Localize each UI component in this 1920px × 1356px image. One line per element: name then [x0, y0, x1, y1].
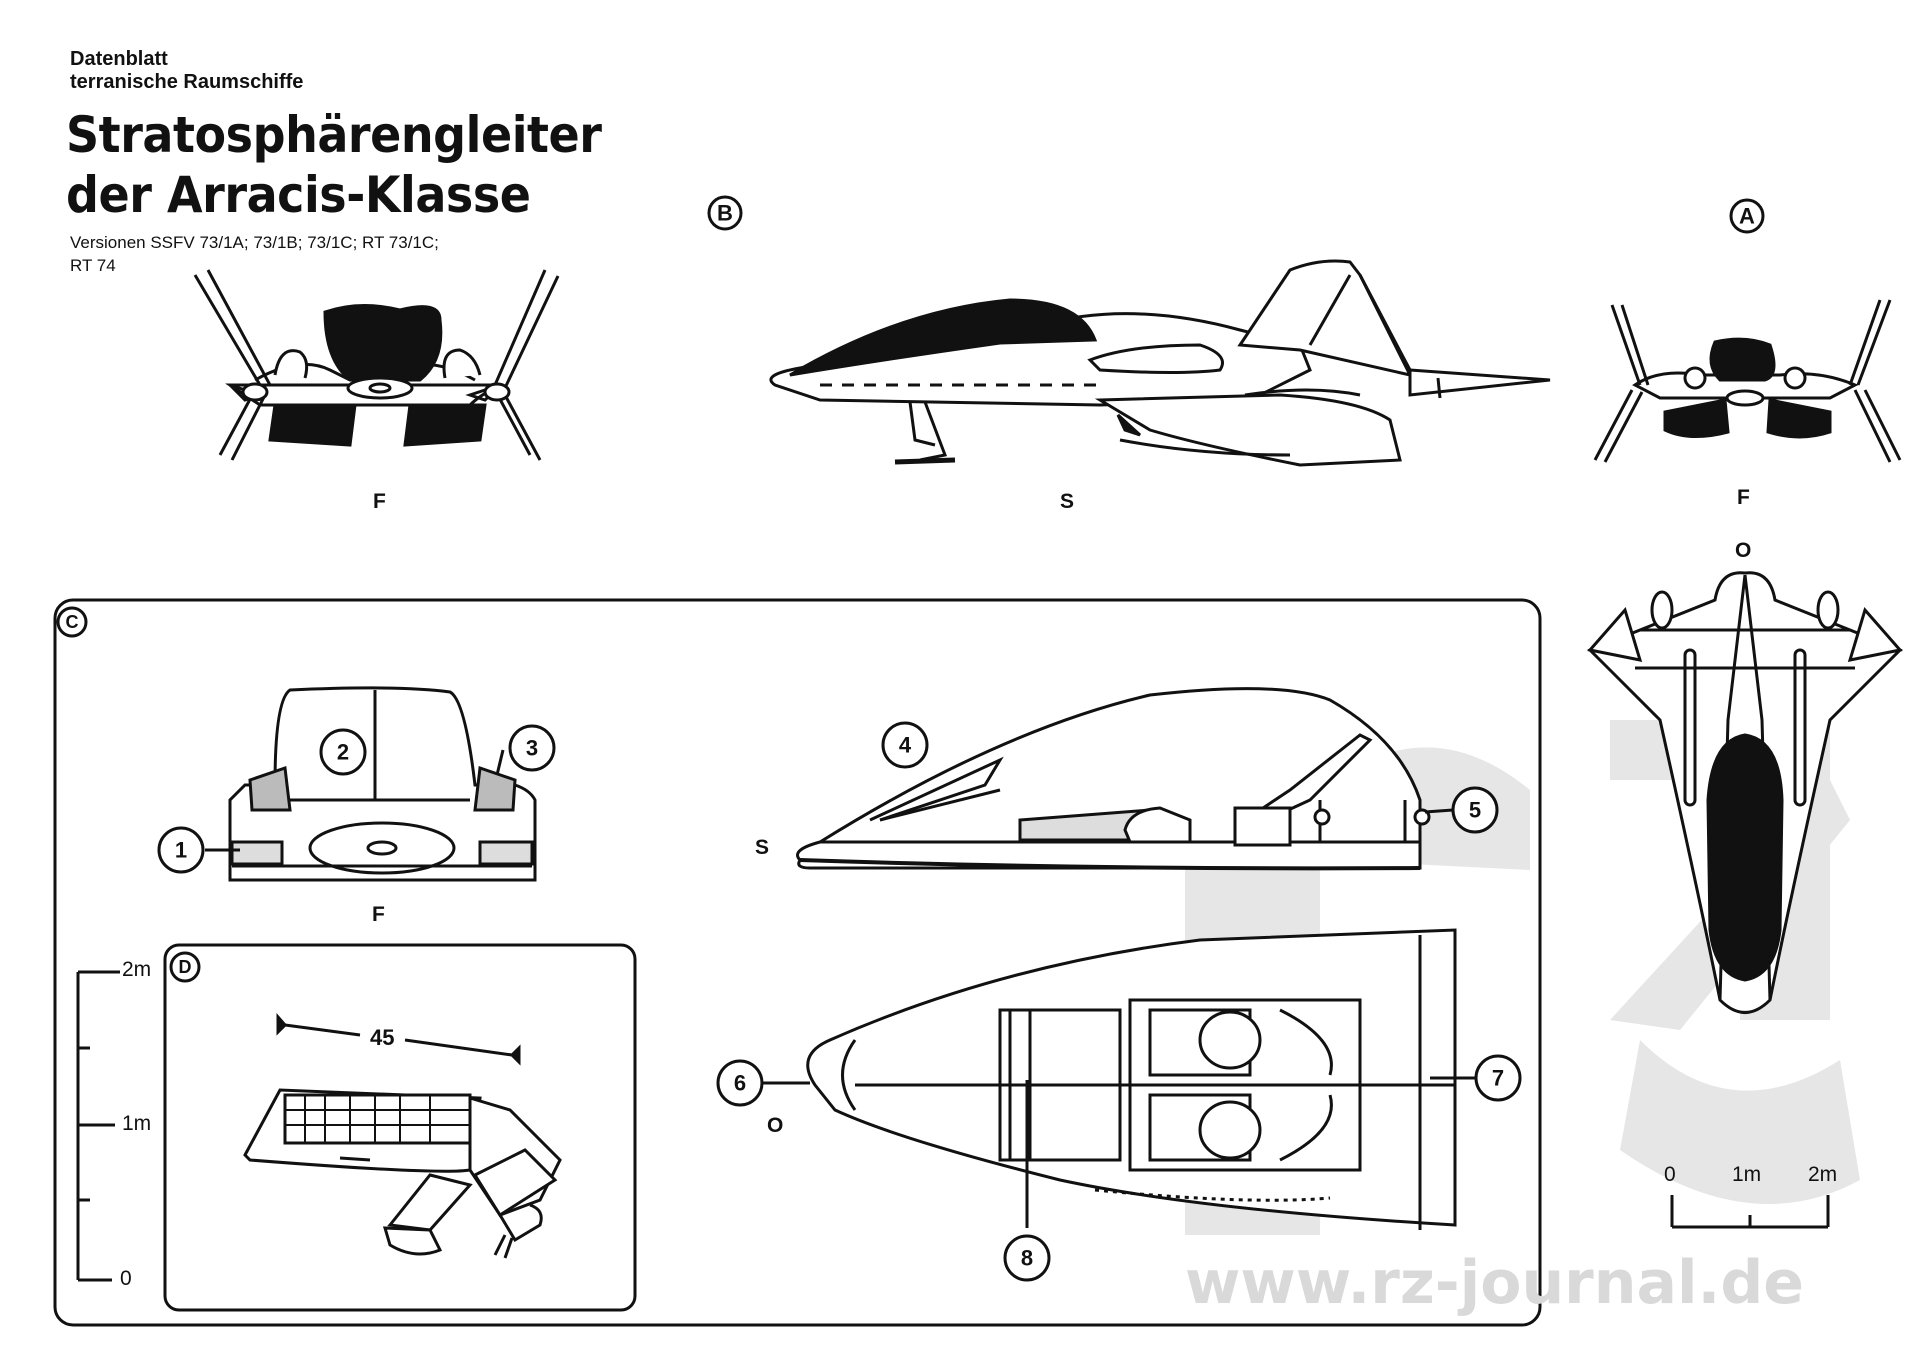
- section-marker-a: A: [1739, 204, 1755, 229]
- panel-c-frame: [53, 598, 1542, 1327]
- view-label-c-top: O: [767, 1114, 784, 1137]
- view-label-c-front: F: [372, 903, 385, 926]
- callout-circles: [56, 195, 1765, 1282]
- view-label-side: S: [1060, 490, 1075, 513]
- section-marker-c: C: [66, 612, 79, 632]
- callout-6: 6: [734, 1071, 746, 1096]
- side-view-top: [769, 259, 1551, 467]
- callout-2: 2: [337, 740, 349, 765]
- versions-line1: Versionen SSFV 73/1A; 73/1B; 73/1C; RT 7…: [70, 233, 439, 252]
- vertical-scale-1m: 1m: [122, 1112, 152, 1135]
- view-label-front-right: F: [1737, 486, 1750, 509]
- c-side-section: [796, 687, 1431, 871]
- vertical-scale-0: 0: [120, 1267, 132, 1290]
- callout-4: 4: [899, 733, 912, 758]
- view-label-c-side: S: [755, 836, 770, 859]
- front-view-left: [193, 269, 560, 461]
- section-marker-b: B: [717, 201, 733, 226]
- control-console-drawing: [243, 1088, 562, 1259]
- panel-d-frame: [163, 943, 637, 1312]
- callout-1: 1: [175, 838, 187, 863]
- watermark-url: www.rz-journal.de: [1185, 1248, 1804, 1318]
- dimension-45-arrow: [276, 1013, 521, 1066]
- horizontal-scale-2m: 2m: [1808, 1163, 1838, 1186]
- dimension-45-label: 45: [370, 1025, 395, 1050]
- view-label-top: O: [1735, 539, 1752, 562]
- c-top-section: [806, 928, 1457, 1230]
- front-view-right: [1593, 299, 1902, 463]
- vertical-scale: [76, 970, 120, 1282]
- horizontal-scale-0: 0: [1664, 1163, 1676, 1186]
- view-label-front-left: F: [373, 490, 386, 513]
- callout-5: 5: [1469, 798, 1481, 823]
- c-front-section: [228, 686, 537, 882]
- top-view-right: [1587, 571, 1903, 1014]
- header-category-label: terranische Raumschiffe: [70, 71, 304, 93]
- horizontal-scale-1m: 1m: [1732, 1163, 1762, 1186]
- section-marker-d: D: [179, 957, 192, 977]
- callout-leaders: [205, 749, 1475, 1228]
- horizontal-scale: [1670, 1195, 1830, 1229]
- page-title-line1: Stratosphärengleiter: [66, 106, 602, 164]
- header-datasheet-label: Datenblatt: [70, 48, 168, 70]
- callout-7: 7: [1492, 1066, 1504, 1091]
- callout-8: 8: [1021, 1246, 1033, 1271]
- vertical-scale-2m: 2m: [122, 958, 152, 981]
- page-title-line2: der Arracis-Klasse: [66, 166, 531, 224]
- versions-line2: RT 74: [70, 256, 116, 275]
- callout-3: 3: [526, 736, 538, 761]
